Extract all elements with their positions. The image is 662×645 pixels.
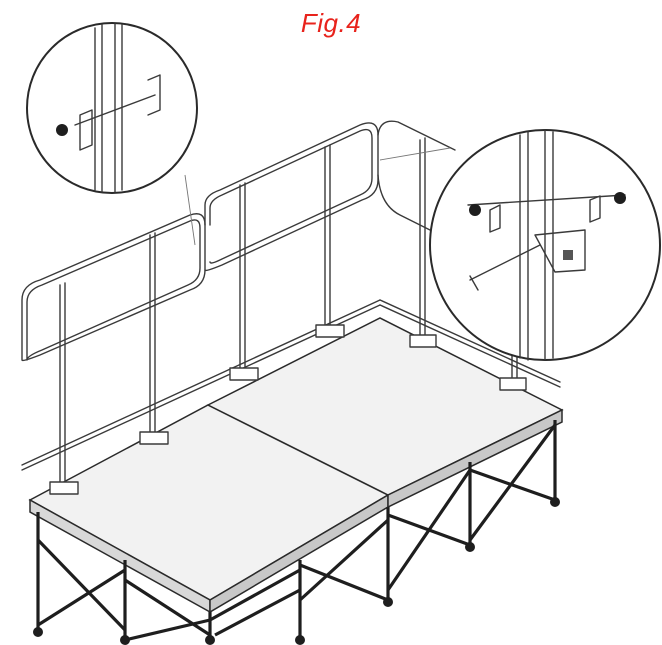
stage-platform-left: [28, 404, 390, 614]
callout-bracket-detail-right: [429, 129, 661, 361]
figure-label: Fig.4: [300, 8, 362, 38]
leader-line-right: [379, 147, 451, 161]
callout-bracket-detail-left: [26, 22, 198, 194]
stage-platform-right: [206, 317, 564, 509]
stage-leg-frames: [33, 420, 560, 645]
leader-line-left: [184, 174, 196, 246]
deck-edge-side-right: [387, 408, 563, 509]
